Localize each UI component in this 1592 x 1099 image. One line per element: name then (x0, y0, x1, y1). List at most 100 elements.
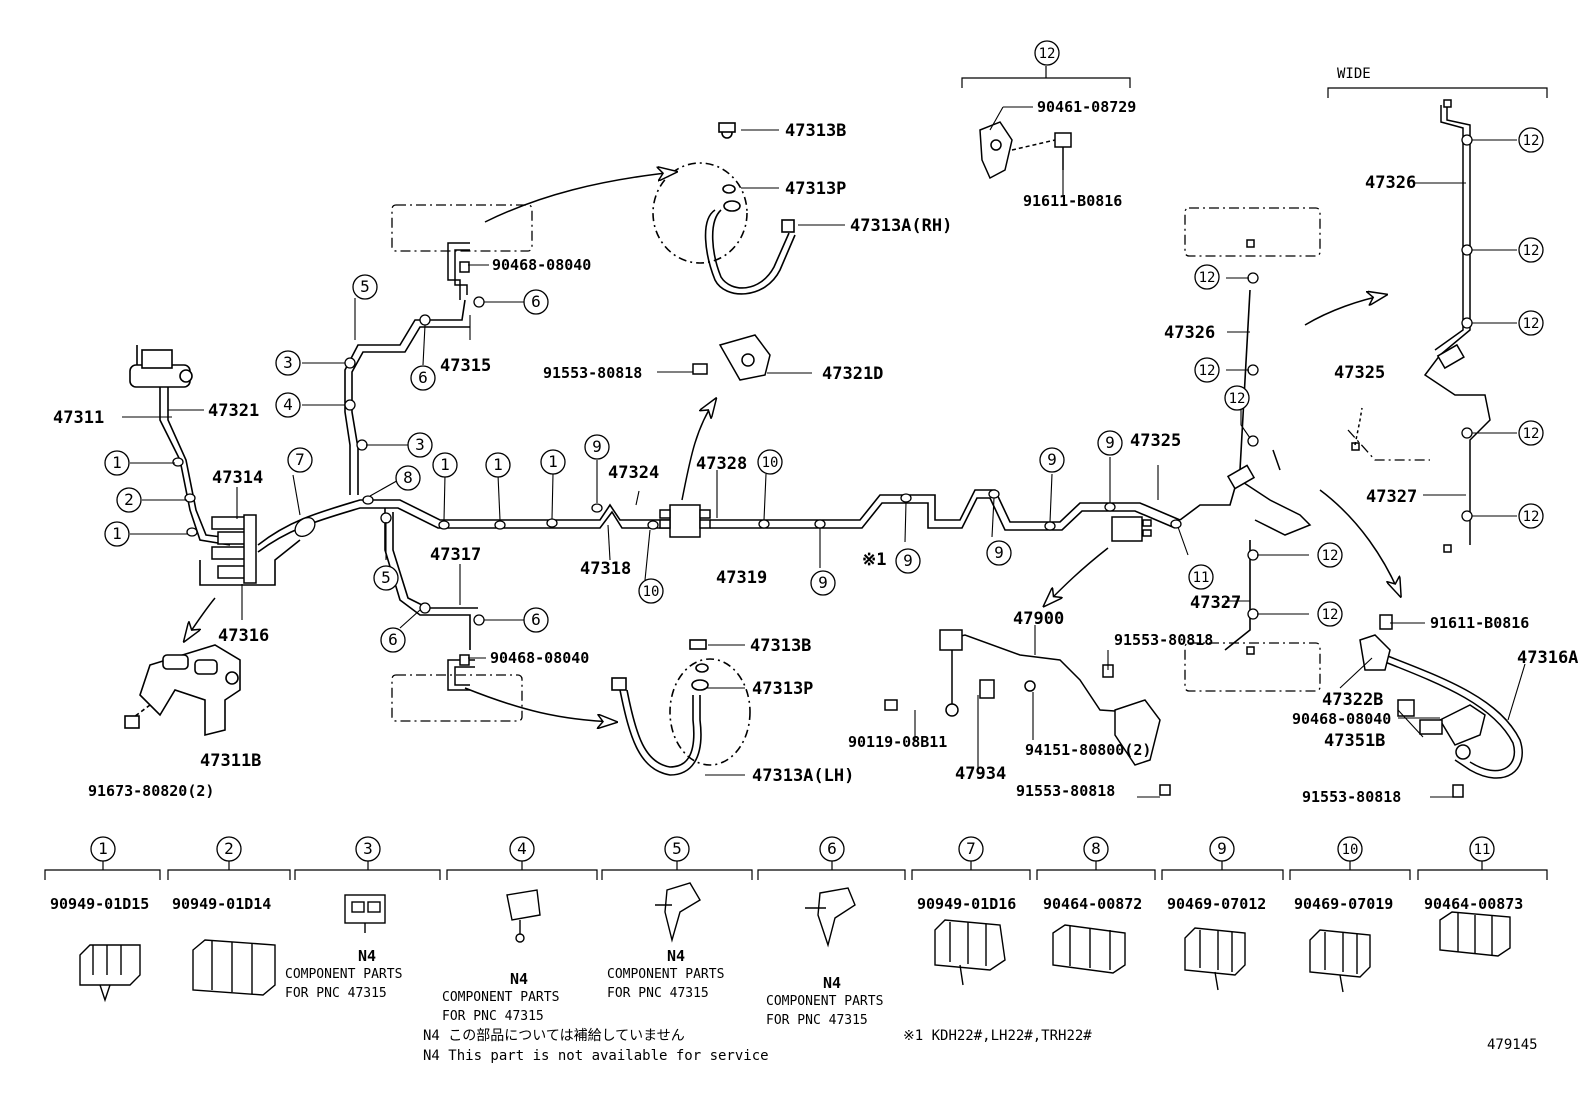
part-labels: 47311 47321 47314 47316 47311B 91673-808… (50, 66, 1578, 1064)
callout-circle (523, 607, 549, 633)
callout-number: 1 (440, 455, 450, 474)
callout-number: 1 (98, 839, 108, 858)
callout-10: 10 (757, 449, 783, 475)
legend-part-10: 90469-07019 (1294, 895, 1393, 913)
callout-number: 12 (1523, 426, 1540, 442)
callout-circle (523, 289, 549, 315)
callout-number: 5 (381, 568, 391, 587)
callout-3: 3 (407, 432, 433, 458)
callout-12: 12 (1194, 264, 1220, 290)
callout-1: 1 (104, 521, 130, 547)
label-47325: 47325 (1130, 431, 1181, 451)
callout-number: 2 (124, 490, 134, 509)
callout-6: 6 (380, 627, 406, 653)
callout-number: 8 (1091, 839, 1101, 858)
callout-6: 6 (523, 607, 549, 633)
n4-note-japanese: N4 この部品については補給していません (423, 1028, 685, 1044)
callout-1: 1 (90, 836, 116, 862)
callout-circle (1317, 542, 1343, 568)
callout-10: 10 (1337, 836, 1363, 862)
callout-9: 9 (584, 434, 610, 460)
callout-circle (638, 578, 664, 604)
for-pnc-5: FOR PNC 47315 (607, 986, 709, 1001)
callout-number: 9 (1217, 839, 1227, 858)
wide-rear-tubes (1226, 99, 1491, 553)
callout-12: 12 (1194, 357, 1220, 383)
callout-circle (1518, 310, 1544, 336)
label-91553-80818-c: 91553-80818 (543, 364, 642, 382)
legend-part-11: 90464-00873 (1424, 895, 1523, 913)
master-cylinder-assembly (129, 345, 193, 388)
label-47313P-lh: 47313P (752, 679, 813, 699)
callout-number: 12 (1523, 243, 1540, 259)
callout-4: 4 (509, 836, 535, 862)
callout-9: 9 (895, 548, 921, 574)
callout-circle (757, 449, 783, 475)
label-47900: 47900 (1013, 609, 1064, 629)
callout-3: 3 (275, 350, 301, 376)
callout-9: 9 (1097, 430, 1123, 456)
callout-circle (432, 452, 458, 478)
callout-circle (104, 450, 130, 476)
callout-12: 12 (1317, 542, 1343, 568)
callout-number: 3 (415, 435, 425, 454)
label-47311B: 47311B (200, 751, 261, 771)
label-47313B-lh: 47313B (750, 636, 811, 656)
callout-circle (1224, 385, 1250, 411)
callout-number: 5 (360, 277, 370, 296)
callout-circle (1097, 430, 1123, 456)
callout-number: 7 (295, 450, 305, 469)
callout-number: 1 (493, 455, 503, 474)
callout-number: 9 (592, 437, 602, 456)
three-way-union-47321D (659, 334, 771, 538)
wide-label: WIDE (1337, 66, 1371, 82)
callout-number: 2 (224, 839, 234, 858)
legend-part-8: 90464-00872 (1043, 895, 1142, 913)
label-47315: 47315 (440, 356, 491, 376)
component-parts-3: COMPONENT PARTS (285, 967, 402, 982)
callout-7: 7 (287, 447, 313, 473)
legend-frames (44, 858, 1548, 880)
callout-number: 12 (1039, 46, 1056, 62)
callout-circle (540, 449, 566, 475)
callout-circle (819, 836, 845, 862)
callout-circle (1317, 601, 1343, 627)
callout-circle (1194, 264, 1220, 290)
callout-1: 1 (432, 452, 458, 478)
callout-number: 6 (531, 292, 541, 311)
group-brackets (961, 66, 1548, 98)
callout-circle (810, 570, 836, 596)
callout-circle (1083, 836, 1109, 862)
label-47313A-rh: 47313A(RH) (850, 216, 952, 236)
label-47934: 47934 (955, 764, 1006, 784)
label-94151-80800: 94151-80800(2) (1025, 741, 1151, 759)
callout-number: 6 (531, 610, 541, 629)
callout-number: 11 (1193, 570, 1210, 586)
callout-12: 12 (1034, 40, 1060, 66)
callout-number: 7 (966, 839, 976, 858)
label-47313A-lh: 47313A(LH) (752, 766, 854, 786)
callout-number: 10 (643, 584, 660, 600)
callout-2: 2 (216, 836, 242, 862)
legend-part-7: 90949-01D16 (917, 895, 1016, 913)
callout-circle (584, 434, 610, 460)
callout-number: 6 (418, 368, 428, 387)
detail-boxes (391, 204, 1430, 722)
label-47327-wide: 47327 (1366, 487, 1417, 507)
callout-7: 7 (958, 836, 984, 862)
callout-12: 12 (1518, 310, 1544, 336)
callout-circle (116, 487, 142, 513)
legend-clip-icons (79, 882, 1511, 1003)
callout-circle (1518, 420, 1544, 446)
label-47326-wide: 47326 (1365, 173, 1416, 193)
label-47328: 47328 (696, 454, 747, 474)
callout-circle (1518, 503, 1544, 529)
component-parts-4: COMPONENT PARTS (442, 990, 559, 1005)
callout-number: 4 (283, 395, 293, 414)
callout-number: 5 (672, 839, 682, 858)
flexible-hose-rh (652, 122, 796, 295)
callout-number: 1 (112, 524, 122, 543)
for-pnc-3: FOR PNC 47315 (285, 986, 387, 1001)
